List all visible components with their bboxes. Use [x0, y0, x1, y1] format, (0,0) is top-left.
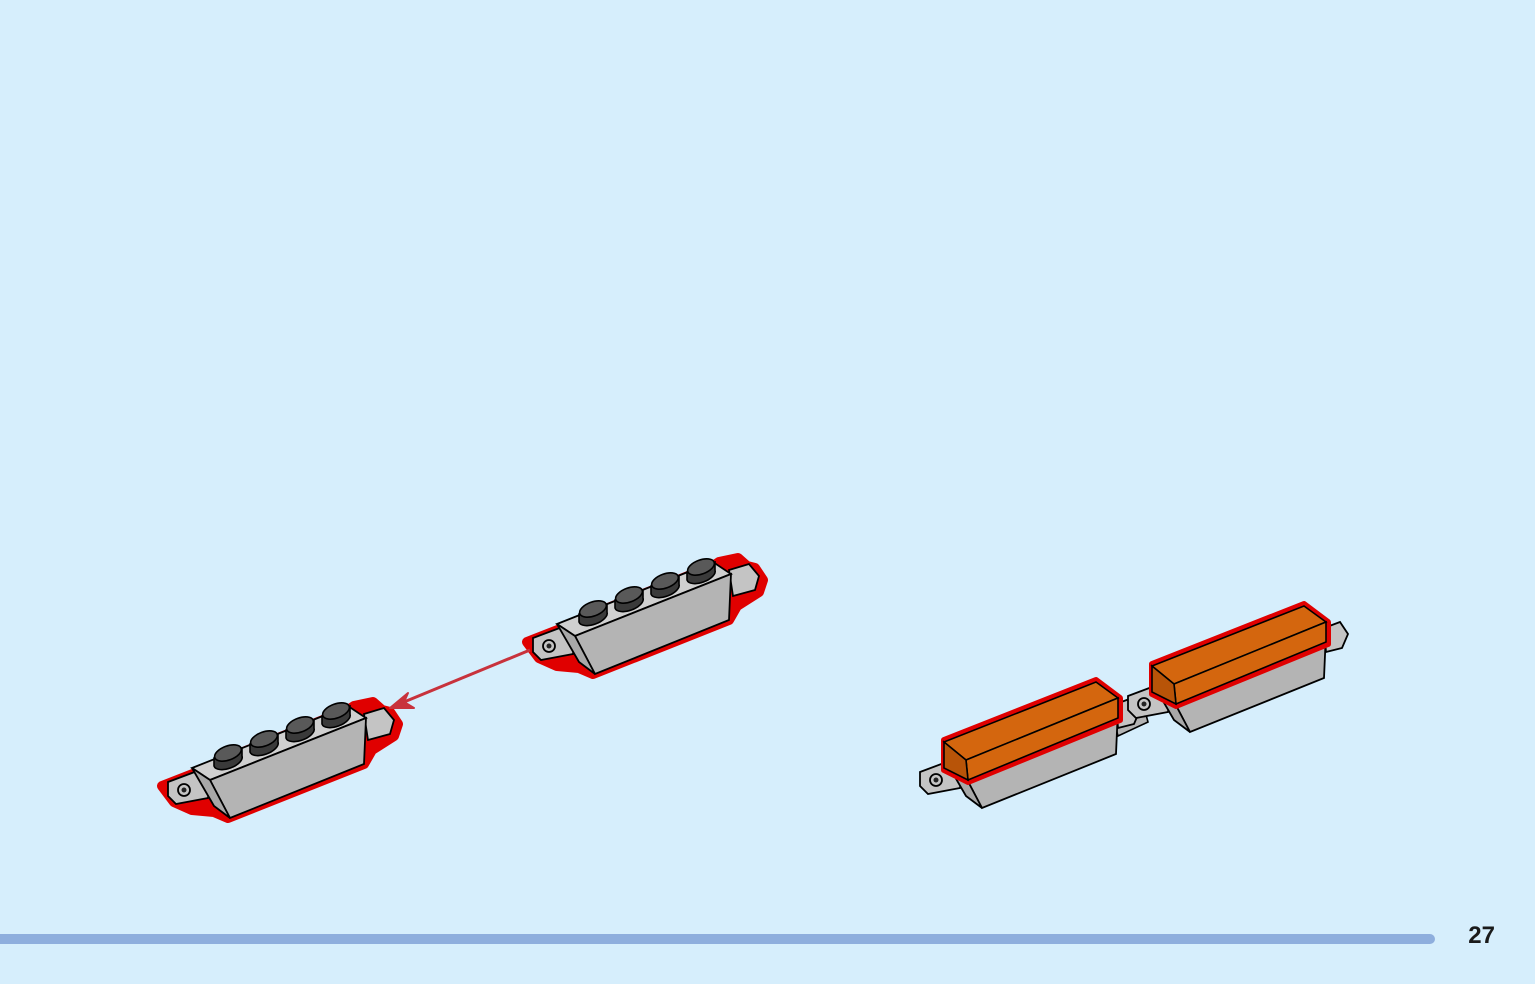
orange-tile-icon [1128, 604, 1348, 732]
footer-bar [0, 934, 1435, 944]
orange-tile-icon [920, 680, 1140, 808]
hinge-brick-icon [162, 700, 398, 818]
assembled-model [920, 604, 1348, 808]
page-number: 27 [1468, 922, 1495, 949]
hinge-brick-icon [527, 556, 763, 674]
assembly-arrow-icon [389, 648, 531, 709]
